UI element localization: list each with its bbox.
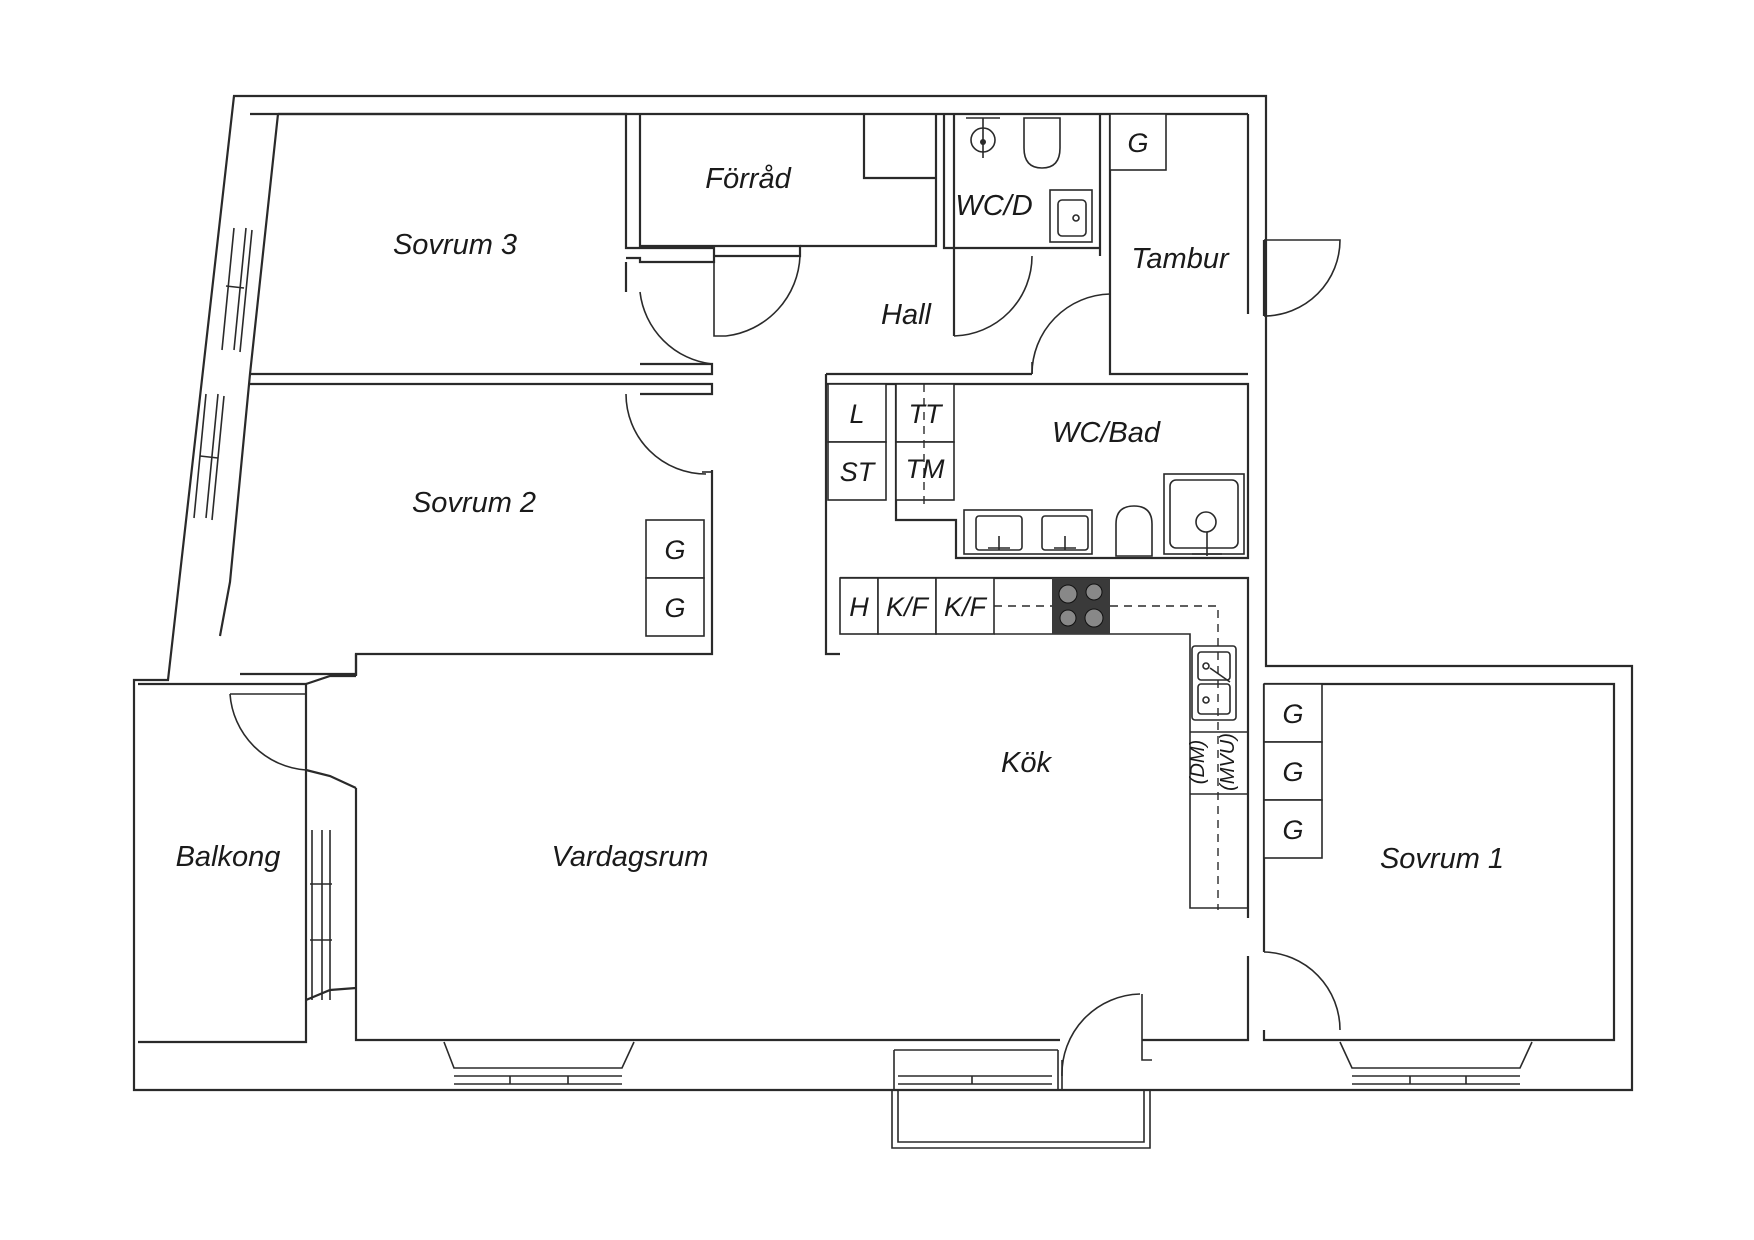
label-laundry-st: ST	[840, 457, 877, 487]
room-sovrum-2: G G Sovrum 2	[240, 382, 714, 676]
room-kok: H K/F K/F (DM) (MVU) Kök	[839, 576, 1250, 918]
label-wc-d: WC/D	[955, 190, 1032, 222]
room-wc-d: WC/D	[942, 114, 1102, 337]
label-kok: Kök	[1001, 747, 1052, 779]
label-hall: Hall	[881, 299, 933, 331]
shower-tray-icon	[1163, 473, 1245, 556]
label-sovrum-2: Sovrum 2	[412, 487, 536, 519]
label-kitchen-kf-2: K/F	[944, 592, 988, 622]
label-sovrum2-wardrobe-2: G	[664, 593, 685, 623]
laundry-tm	[895, 441, 955, 501]
label-laundry-tt: TT	[909, 399, 944, 429]
label-tambur-wardrobe: G	[1127, 128, 1148, 158]
sink-icon	[1049, 189, 1093, 243]
room-tambur: G Tambur	[1031, 113, 1341, 376]
windows-left	[193, 227, 253, 521]
label-tambur: Tambur	[1131, 243, 1230, 275]
label-kitchen-kf-1: K/F	[886, 592, 930, 622]
room-hall: Hall	[824, 299, 1032, 656]
room-wc-bad: L ST TT TM WC/Bad	[826, 382, 1250, 560]
label-sovrum-3: Sovrum 3	[393, 229, 517, 261]
label-sovrum1-wardrobe-2: G	[1282, 757, 1303, 787]
shower-icon	[966, 117, 1000, 158]
toilet-icon	[1023, 117, 1061, 169]
wardrobe-sovrum2-2	[645, 577, 705, 637]
wardrobe-sovrum1-3	[1263, 799, 1323, 859]
room-forrad: Förråd	[638, 114, 938, 337]
label-laundry-tm: TM	[906, 454, 945, 484]
label-kitchen-dm: (DM)	[1187, 740, 1209, 784]
label-kitchen-mvu: (MVU)	[1217, 733, 1239, 791]
wardrobe-sovrum2-1	[645, 519, 705, 579]
wardrobe-sovrum1-1	[1263, 683, 1323, 743]
kitchen-h	[839, 577, 879, 635]
label-vardagsrum: Vardagsrum	[552, 841, 709, 873]
stove-icon	[1052, 578, 1110, 634]
room-sovrum-3: Sovrum 3	[250, 112, 716, 376]
wardrobe-tambur	[1109, 113, 1167, 171]
label-sovrum1-wardrobe-3: G	[1282, 815, 1303, 845]
room-vardagsrum: Vardagsrum	[354, 654, 1250, 1149]
toilet-icon	[1115, 505, 1153, 557]
laundry-st	[827, 441, 887, 501]
label-forrad: Förråd	[705, 163, 791, 195]
kitchen-kf-2	[935, 577, 995, 635]
label-sovrum-1: Sovrum 1	[1380, 843, 1504, 875]
label-laundry-l: L	[849, 399, 864, 429]
room-balkong: Balkong	[138, 674, 357, 1044]
room-sovrum-1: G G G Sovrum 1	[1262, 682, 1616, 1085]
label-sovrum1-wardrobe-1: G	[1282, 699, 1303, 729]
kitchen-sink-icon	[1191, 645, 1237, 721]
label-wc-bad: WC/Bad	[1052, 417, 1161, 449]
laundry-tt	[895, 383, 955, 443]
label-kitchen-h: H	[849, 592, 869, 622]
label-balkong: Balkong	[176, 841, 281, 873]
wardrobe-sovrum1-2	[1263, 741, 1323, 801]
label-sovrum2-wardrobe-1: G	[664, 535, 685, 565]
double-sink-icon	[963, 509, 1093, 555]
